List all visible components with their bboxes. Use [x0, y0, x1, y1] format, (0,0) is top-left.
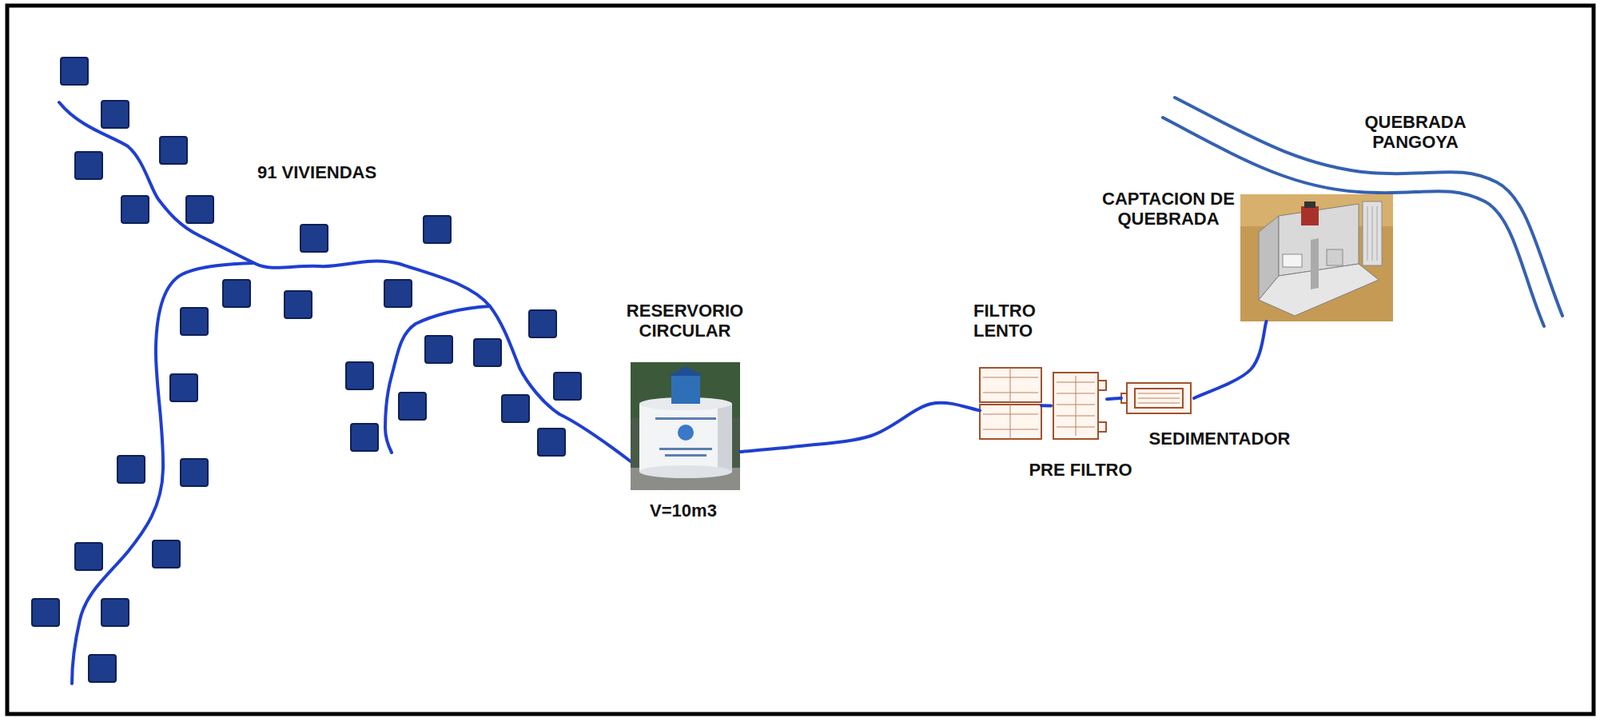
- node-label: CAPTACION DE QUEBRADA: [1102, 188, 1235, 230]
- house-symbol: [300, 224, 328, 252]
- pipe-connector: [1041, 403, 1051, 407]
- house-symbol: [529, 310, 557, 338]
- map-label: QUEBRADA PANGOYA: [1355, 111, 1476, 153]
- house-symbol: [180, 307, 208, 335]
- house-symbol: [384, 279, 412, 307]
- node-label: FILTRO LENTO: [973, 300, 1058, 342]
- filter-lines: [983, 367, 1039, 439]
- house-symbol: [501, 394, 530, 422]
- river: [1162, 97, 1563, 327]
- pipe-connector: [1106, 398, 1122, 399]
- intake-grid: [1367, 206, 1378, 261]
- intake-photo: [1240, 194, 1394, 322]
- house-symbol: [170, 374, 198, 402]
- tank-shade: [717, 403, 733, 472]
- tank-writing: [655, 417, 717, 420]
- prefilter-drawing: [1053, 372, 1107, 439]
- house-symbol: [553, 372, 582, 400]
- house-symbol: [398, 392, 426, 420]
- tank-logo: [677, 424, 694, 441]
- intake-chamber: [1282, 254, 1302, 267]
- houses: [31, 57, 582, 682]
- house-symbol: [88, 654, 116, 682]
- prefilter-notch: [1098, 421, 1107, 432]
- house-symbol: [284, 290, 312, 319]
- tank-hut: [671, 374, 701, 404]
- house-symbol: [186, 195, 214, 223]
- distribution-network: [59, 102, 631, 684]
- prefilter-lines: [1056, 375, 1095, 436]
- node-label: V=10m3: [627, 500, 740, 521]
- node-label: RESERVORIO CIRCULAR: [616, 300, 754, 342]
- reservoir-node: RESERVORIO CIRCULARV=10m3: [630, 362, 741, 490]
- house-symbol: [101, 598, 129, 626]
- settler-drawing: [1121, 382, 1191, 414]
- frame-border: [7, 5, 1594, 714]
- pipe-connector: [740, 402, 980, 452]
- settler-node: SEDIMENTADOR: [1121, 382, 1195, 414]
- intake-chamber: [1326, 249, 1343, 266]
- prefilter-box: [1053, 372, 1099, 439]
- tank-roof: [668, 366, 704, 376]
- house-symbol: [346, 362, 374, 390]
- house-symbol: [75, 542, 103, 570]
- node-label: PRE FILTRO: [1008, 459, 1153, 480]
- branch-pipe: [71, 262, 255, 684]
- settler-inner: [1134, 388, 1183, 408]
- house-symbol: [101, 100, 129, 128]
- intake-panel: [1362, 201, 1382, 266]
- map-label: 91 VIVIENDAS: [257, 162, 418, 183]
- pipe-connector: [1194, 321, 1266, 399]
- photo-ground: [630, 362, 741, 490]
- photo-ground: [1240, 194, 1394, 322]
- prefilter-node: PRE FILTRO: [1050, 372, 1107, 439]
- main-pipe: [59, 102, 631, 462]
- intake-valve-top: [1304, 201, 1316, 208]
- tank-base: [639, 465, 733, 478]
- house-symbol: [60, 57, 88, 85]
- tank-wall: [639, 403, 733, 472]
- river-bank: [1162, 117, 1545, 327]
- intake-valve: [1301, 206, 1319, 226]
- settler-lines: [1138, 393, 1180, 403]
- house-symbol: [31, 598, 60, 626]
- slow-filter-node: FILTRO LENTO: [979, 367, 1042, 439]
- house-symbol: [121, 195, 149, 223]
- house-symbol: [473, 338, 502, 367]
- house-symbol: [350, 423, 379, 451]
- tank-writing: [664, 453, 707, 457]
- house-symbol: [425, 335, 453, 363]
- house-symbol: [423, 215, 451, 243]
- node-label: SEDIMENTADOR: [1135, 428, 1304, 449]
- intake-divider: [1310, 238, 1319, 290]
- intake-node: CAPTACION DE QUEBRADA: [1240, 194, 1394, 322]
- slow-filter-drawing: [979, 367, 1042, 439]
- house-symbol: [152, 540, 180, 568]
- reservoir-photo: [630, 362, 741, 490]
- settler-box: [1126, 382, 1191, 414]
- house-symbol: [117, 455, 145, 483]
- prefilter-notch: [1098, 380, 1107, 391]
- house-symbol: [180, 458, 208, 486]
- branch-pipe: [385, 306, 490, 453]
- tank-writing: [659, 447, 713, 450]
- house-symbol: [159, 136, 188, 164]
- house-symbol: [537, 428, 566, 456]
- house-symbol: [75, 151, 103, 180]
- house-symbol: [222, 279, 251, 307]
